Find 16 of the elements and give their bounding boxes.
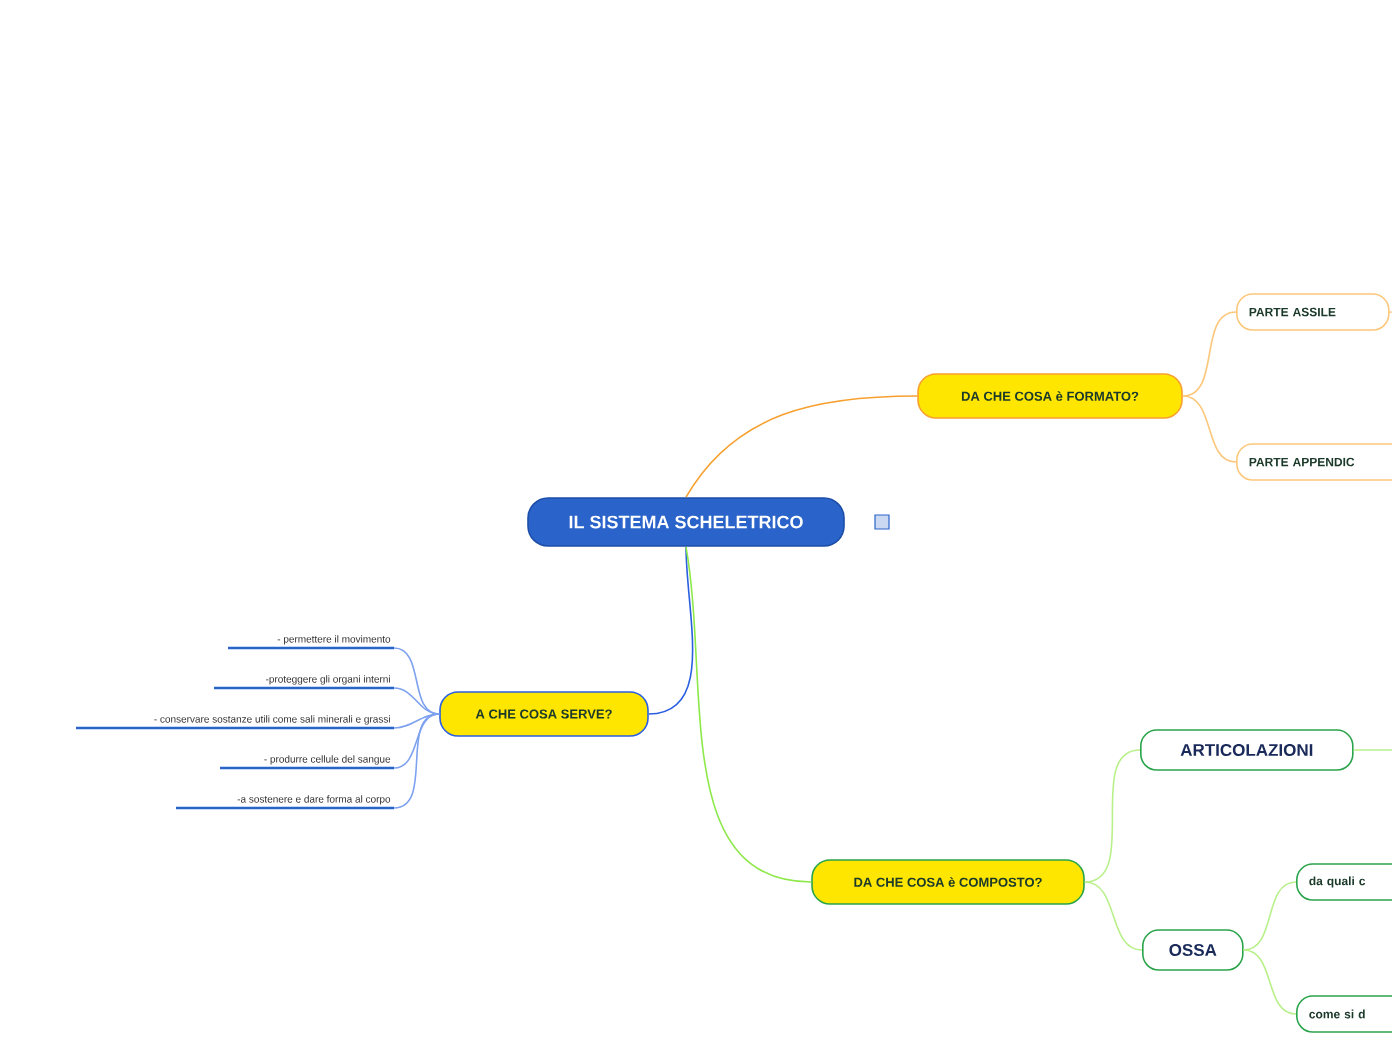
connector — [648, 546, 694, 715]
subtopic-box: OSSA — [1142, 929, 1244, 971]
connector — [1084, 749, 1141, 883]
connector — [1182, 311, 1237, 397]
connector — [393, 713, 440, 809]
connector — [1242, 949, 1297, 1015]
connector — [1084, 881, 1143, 951]
connector — [393, 687, 440, 715]
connector — [685, 546, 812, 883]
central-topic-box: IL SISTEMA SCHELETRICO — [527, 497, 845, 547]
connector — [1242, 881, 1297, 951]
connector — [1182, 395, 1237, 463]
subtopic-box: ARTICOLAZIONI — [1140, 729, 1354, 771]
connector — [685, 395, 918, 498]
connector — [1352, 749, 1392, 751]
connector — [393, 713, 440, 769]
